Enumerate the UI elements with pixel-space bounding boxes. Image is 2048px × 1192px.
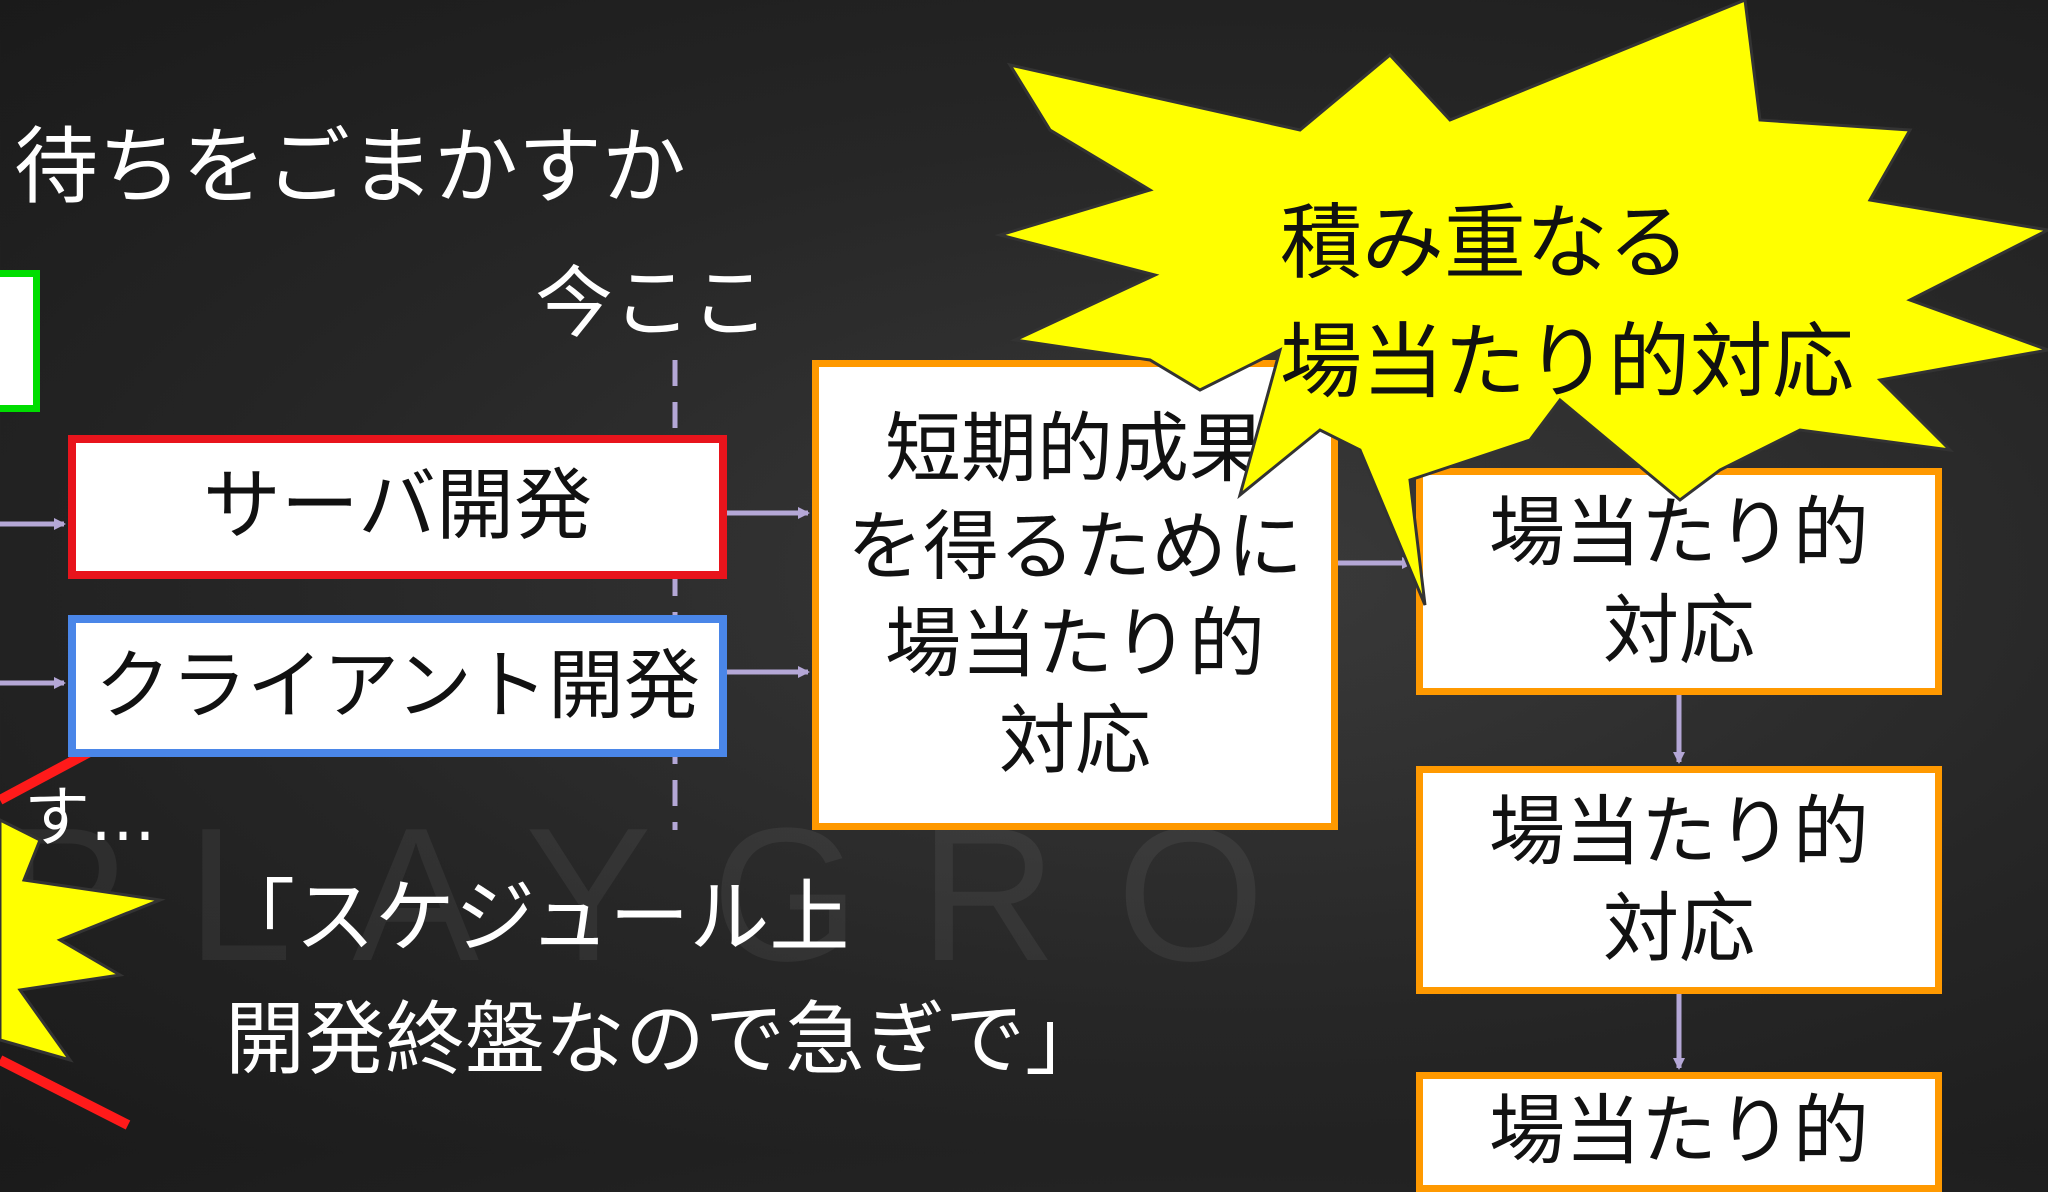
short-term-box: 短期的成果 を得るために 場当たり的 対応 [812,360,1338,830]
green-box-partial [0,270,40,412]
ad-hoc-box-2: 場当たり的 対応 [1416,766,1942,994]
client-dev-box: クライアント開発 [68,615,727,757]
ad-hoc-label-2: 場当たり的 対応 [1489,786,1869,973]
red-slash-lower [0,1055,131,1130]
ad-hoc-label-3: 場当たり的 [1489,1086,1869,1175]
burst-text: 積み重なる 場当たり的対応 [1280,196,1855,410]
left-burst-shape [0,818,166,1063]
server-dev-label: サーバ開発 [202,461,593,552]
server-dev-box: サーバ開発 [68,435,727,579]
ad-hoc-label-1: 場当たり的 対応 [1489,488,1869,675]
now-label: 今ここ [535,259,770,349]
watermark-text: PLAYGRO [0,789,1325,1001]
ad-hoc-box-3: 場当たり的 [1416,1072,1942,1192]
left-partial-text: す… [24,779,156,856]
ad-hoc-box-1: 場当たり的 対応 [1416,468,1942,695]
short-term-label: 短期的成果 を得るために 場当たり的 対応 [847,404,1303,786]
connector-layer [0,360,1685,1130]
client-dev-label: クライアント開発 [95,641,700,731]
top-heading-text: 待ちをごまかすか [14,118,687,216]
quote-line-2: 開発終盤なので急ぎで」 [225,993,1105,1086]
quote-line-1: 「スケジュール上 [215,871,850,964]
